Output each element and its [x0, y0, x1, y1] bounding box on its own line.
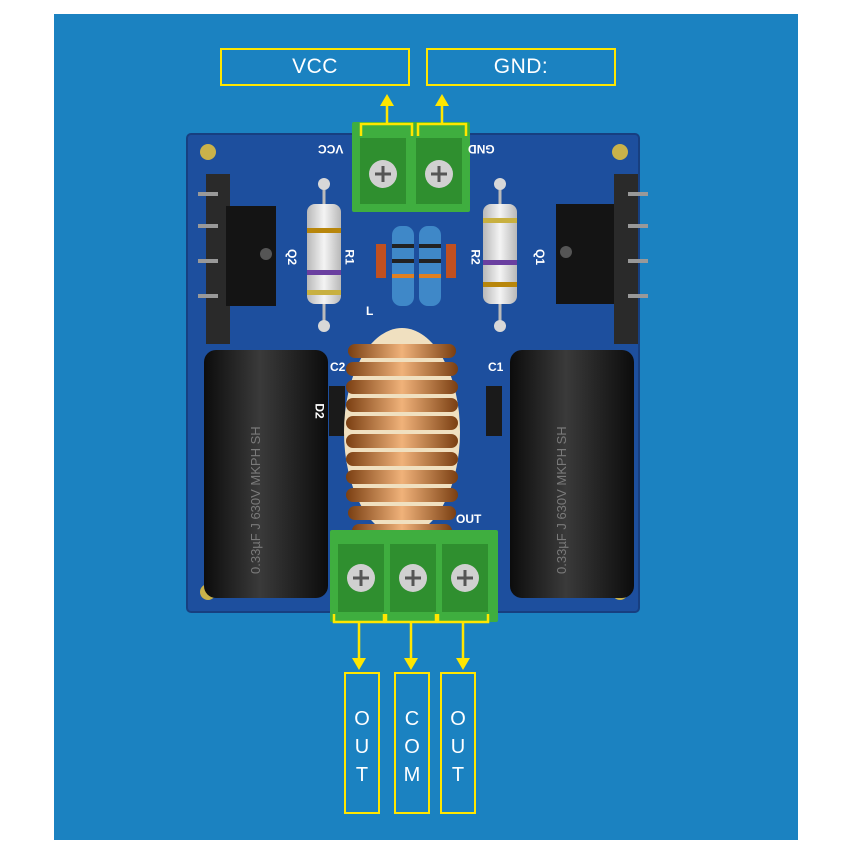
silk-r2: R2	[468, 249, 483, 265]
silk-q2: Q2	[285, 248, 300, 266]
output-terminal-block	[330, 530, 498, 622]
mount-hole	[200, 144, 216, 160]
diagram-canvas: 0.33µF J 630V MKPH SH 0.33µF J 630V MKPH…	[54, 14, 798, 840]
mount-hole	[612, 144, 628, 160]
silk-vcc: VCC	[318, 142, 344, 156]
diode-d2	[329, 386, 345, 436]
com-label-box: COM	[394, 672, 430, 814]
silk-r1: R1	[342, 249, 357, 265]
silk-out: OUT	[456, 512, 482, 526]
out-left-label: OUT	[351, 708, 373, 792]
svg-text:0.33µF J 630V MKPH SH: 0.33µF J 630V MKPH SH	[554, 426, 569, 574]
svg-text:0.33µF J 630V MKPH SH: 0.33µF J 630V MKPH SH	[248, 426, 263, 574]
input-terminal-block	[352, 122, 470, 212]
vcc-label-box: VCC	[220, 48, 410, 86]
out-right-arrow-head	[456, 658, 470, 670]
capacitor-c1: 0.33µF J 630V MKPH SH	[510, 350, 634, 598]
gnd-label: GND:	[493, 55, 549, 78]
silk-l: L	[366, 304, 374, 318]
silk-c1: C1	[488, 360, 504, 374]
gnd-label-box: GND:	[426, 48, 616, 86]
gnd-arrow-head	[435, 94, 449, 106]
silk-c2: C2	[330, 360, 346, 374]
vcc-label: VCC	[292, 55, 338, 78]
small-resistors	[376, 226, 456, 306]
board-illustration: 0.33µF J 630V MKPH SH 0.33µF J 630V MKPH…	[186, 94, 648, 670]
toroid-inductor	[344, 328, 460, 538]
out-left-label-box: OUT	[344, 672, 380, 814]
transistor-q1	[556, 174, 648, 344]
silk-d2: D2	[312, 403, 327, 419]
com-arrow-head	[404, 658, 418, 670]
out-right-label: OUT	[447, 708, 469, 792]
capacitor-c2: 0.33µF J 630V MKPH SH	[204, 350, 328, 598]
resistor-r1	[307, 178, 341, 332]
com-label: COM	[401, 708, 423, 792]
output-arrows	[332, 614, 490, 662]
resistor-r2	[483, 178, 517, 332]
diode-d1	[486, 386, 502, 436]
silk-q1: Q1	[533, 248, 548, 266]
silk-gnd: GND	[468, 142, 495, 156]
transistor-q2	[198, 174, 276, 344]
out-right-label-box: OUT	[440, 672, 476, 814]
out-left-arrow-head	[352, 658, 366, 670]
vcc-arrow-head	[380, 94, 394, 106]
